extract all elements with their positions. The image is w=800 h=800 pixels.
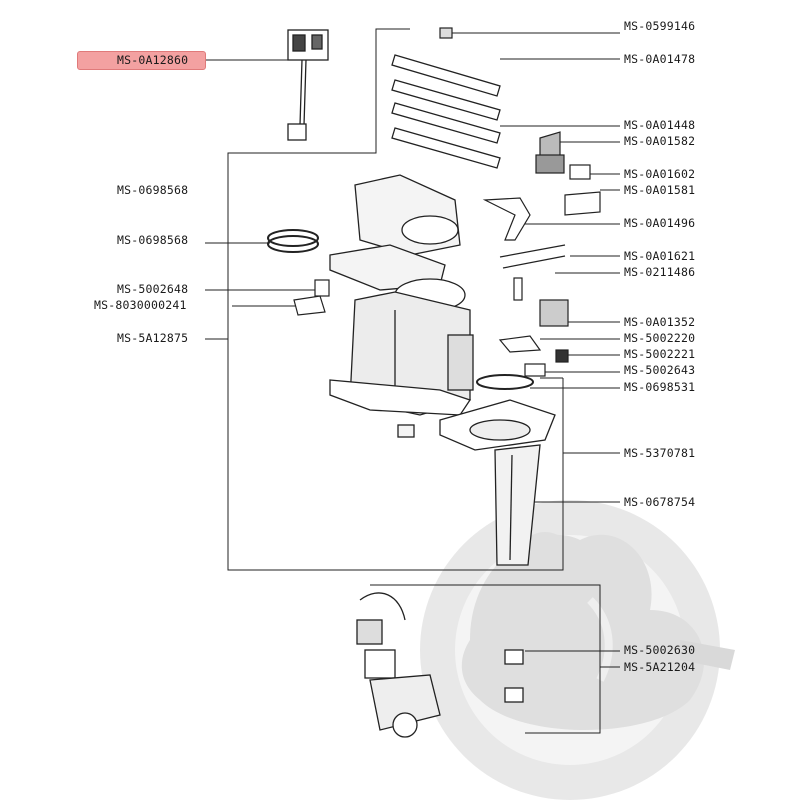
- part-label[interactable]: MS-0A01496: [624, 216, 696, 230]
- part-label[interactable]: MS-0599146: [624, 19, 696, 33]
- part-label[interactable]: MS-0A01478: [624, 52, 696, 66]
- part-label[interactable]: MS-8030000241: [94, 298, 187, 312]
- pump-assembly-part: [356, 592, 524, 738]
- part-label[interactable]: MS-5002221: [624, 347, 696, 361]
- part-label[interactable]: MS-0A01448: [624, 118, 696, 132]
- part-label[interactable]: MS-5370781: [624, 446, 696, 460]
- part-label[interactable]: MS-0698568: [117, 183, 189, 197]
- part-label[interactable]: MS-5002630: [624, 643, 696, 657]
- part-label[interactable]: MS-5002220: [624, 331, 696, 345]
- part-label[interactable]: MS-5002648: [117, 282, 189, 296]
- watermark-logo: [420, 500, 735, 800]
- part-label[interactable]: MS-0211486: [624, 265, 696, 279]
- part-label[interactable]: MS-5A21204: [624, 660, 696, 674]
- part-label-selected[interactable]: MS-0A12860: [117, 53, 189, 67]
- main-housing-part: [329, 174, 474, 438]
- part-label[interactable]: MS-5002643: [624, 363, 696, 377]
- part-label[interactable]: MS-0A01581: [624, 183, 696, 197]
- part-label[interactable]: MS-0698568: [117, 233, 189, 247]
- part-label[interactable]: MS-0A01352: [624, 315, 696, 329]
- part-label[interactable]: MS-0A01602: [624, 167, 696, 181]
- part-label[interactable]: MS-0678754: [624, 495, 696, 509]
- float-switch-part: [287, 29, 329, 141]
- part-label[interactable]: MS-0698531: [624, 380, 696, 394]
- part-label[interactable]: MS-0A01582: [624, 134, 696, 148]
- part-label[interactable]: MS-5A12875: [117, 331, 189, 345]
- base-tube-part: [439, 399, 556, 566]
- selected-part-highlight: [77, 51, 206, 70]
- part-label[interactable]: MS-0A01621: [624, 249, 696, 263]
